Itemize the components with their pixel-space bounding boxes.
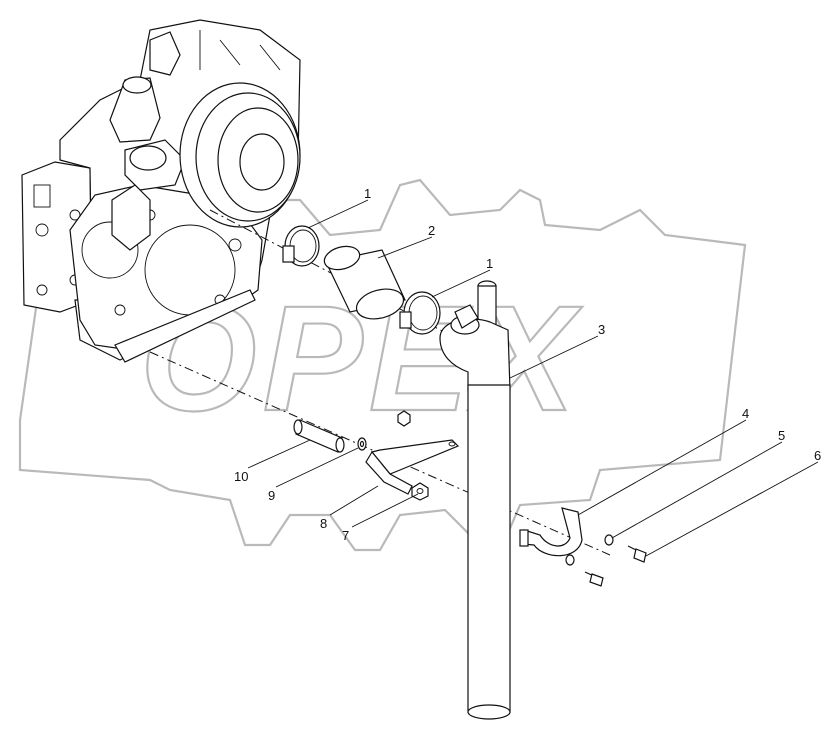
leader-9 <box>275 447 359 488</box>
housing-ribs <box>199 30 281 71</box>
leader-5 <box>611 441 783 539</box>
spacer-tube <box>293 419 345 453</box>
washer-body <box>604 534 614 546</box>
water-outlet-mouth <box>129 145 167 171</box>
callout-1a: 1 <box>364 186 371 201</box>
cover-bolt <box>114 304 126 316</box>
cover-bolt <box>228 238 242 252</box>
thermostat-cap <box>122 76 152 94</box>
callout-3: 3 <box>598 322 605 337</box>
flange-hole <box>36 284 48 296</box>
support-bracket <box>365 439 460 495</box>
washer-5 <box>604 534 614 546</box>
strap-tab <box>519 529 529 547</box>
leader-1b <box>431 269 491 298</box>
watermark-gear-outline <box>18 178 747 552</box>
hose-centerline <box>209 209 451 336</box>
spacer-end <box>293 419 303 435</box>
bolt-6 <box>627 545 647 563</box>
washer-9 <box>357 437 367 451</box>
nut-upper <box>397 410 411 427</box>
nut-hole <box>416 488 424 494</box>
pipe-clip <box>454 304 479 329</box>
pipe-bottom-opening <box>467 704 511 720</box>
hose-end-bottom <box>355 288 405 320</box>
pipe-strap <box>519 507 583 557</box>
oil-pan-lip <box>114 289 256 363</box>
callout-6: 6 <box>814 448 821 463</box>
callout-4: 4 <box>742 406 749 421</box>
washer-body <box>565 554 575 566</box>
callout-1b: 1 <box>486 256 493 271</box>
bolt-head <box>589 573 604 587</box>
bolt-lower <box>584 571 604 587</box>
thermostat-housing <box>109 77 161 143</box>
leader-7 <box>351 493 419 528</box>
cover-boss <box>81 221 139 279</box>
bolt-head <box>633 548 647 563</box>
callout-9: 9 <box>268 488 275 503</box>
hose-clamp-upper <box>282 225 320 267</box>
bracket-channel <box>365 450 413 495</box>
leader-2 <box>377 236 433 259</box>
callout-10: 10 <box>234 469 248 484</box>
leader-10 <box>247 439 311 469</box>
strap-body <box>521 507 583 557</box>
crank-pulley-hub <box>239 133 285 191</box>
spacer-end <box>335 437 345 453</box>
coolant-pipe <box>439 280 511 720</box>
coolant-hose <box>323 245 406 320</box>
washer-lower <box>565 554 575 566</box>
leader-6 <box>645 461 819 557</box>
pipe-elbow <box>439 318 511 391</box>
nut-7 <box>411 482 429 501</box>
leader-lines <box>247 199 819 557</box>
hose-clamp-lower <box>399 291 441 335</box>
flange-hole <box>35 223 49 237</box>
nut-body <box>411 482 429 501</box>
callout-5: 5 <box>778 428 785 443</box>
mount-bracket <box>111 184 151 251</box>
leader-8 <box>329 485 379 516</box>
callout-2: 2 <box>428 223 435 238</box>
leader-1a <box>307 199 369 229</box>
engine-block <box>21 19 301 363</box>
leader-3 <box>509 335 599 379</box>
pipe-tube <box>467 384 511 713</box>
washer-hole <box>359 440 365 448</box>
bracket-hole <box>448 441 456 447</box>
leader-4 <box>577 419 747 516</box>
callout-labels: 1 2 1 3 4 5 6 7 8 9 10 <box>234 186 821 543</box>
callout-7: 7 <box>342 528 349 543</box>
upper-fitting <box>149 31 181 76</box>
callout-8: 8 <box>320 516 327 531</box>
clamp-screw-housing <box>282 245 295 263</box>
hose-end-top <box>323 245 361 271</box>
flange-port <box>33 184 51 208</box>
clamp-screw-housing <box>399 311 412 329</box>
nut-body <box>397 410 411 427</box>
